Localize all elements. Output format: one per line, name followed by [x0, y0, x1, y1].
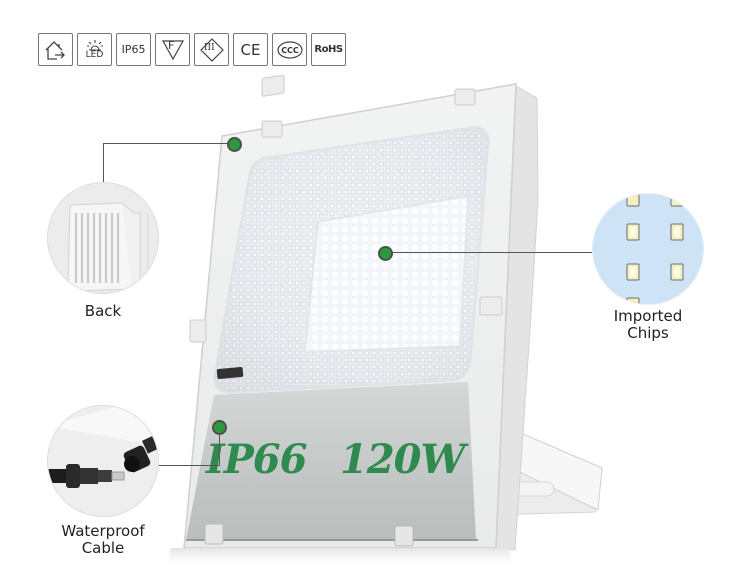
chips-label: Imported Chips	[600, 308, 696, 342]
cable-callout-dot	[212, 420, 227, 435]
back-label: Back	[84, 302, 122, 320]
back-callout-line-h	[103, 143, 229, 144]
chips-callout-dot	[378, 246, 393, 261]
f-mark-icon: F	[155, 33, 190, 66]
class-iii-icon: III	[194, 33, 229, 66]
cable-label: Waterproof Cable	[47, 523, 159, 557]
led-icon: LED	[77, 33, 112, 66]
ccc-icon: CCC	[272, 33, 307, 66]
chips-label-line1: Imported	[613, 307, 683, 325]
back-callout-dot	[227, 137, 242, 152]
certification-badges: LED IP65 F III CE CCC RoHS	[38, 33, 346, 66]
wattage-text: 120W	[340, 436, 465, 483]
heatsink-icon	[48, 183, 158, 293]
back-image-bubble	[47, 182, 159, 294]
ip65-icon: IP65	[116, 33, 151, 66]
cable-label-line2: Cable	[81, 539, 125, 557]
back-callout-line-v	[103, 143, 104, 185]
cable-callout-line-v	[219, 430, 220, 466]
rohs-icon: RoHS	[311, 33, 346, 66]
ce-icon: CE	[233, 33, 268, 66]
cable-label-line1: Waterproof	[61, 522, 145, 540]
cable-image-bubble	[47, 405, 159, 517]
svg-text:CCC: CCC	[281, 46, 299, 55]
waterproof-connector-icon	[48, 406, 158, 516]
chips-label-line2: Chips	[627, 324, 669, 342]
cable-callout-line-h	[157, 465, 219, 466]
chips-image-bubble	[592, 193, 704, 305]
indoor-outdoor-icon	[38, 33, 73, 66]
chips-callout-line	[388, 252, 594, 253]
ip-rating-text: IP66	[206, 436, 307, 483]
led-chip-icon	[593, 194, 703, 304]
